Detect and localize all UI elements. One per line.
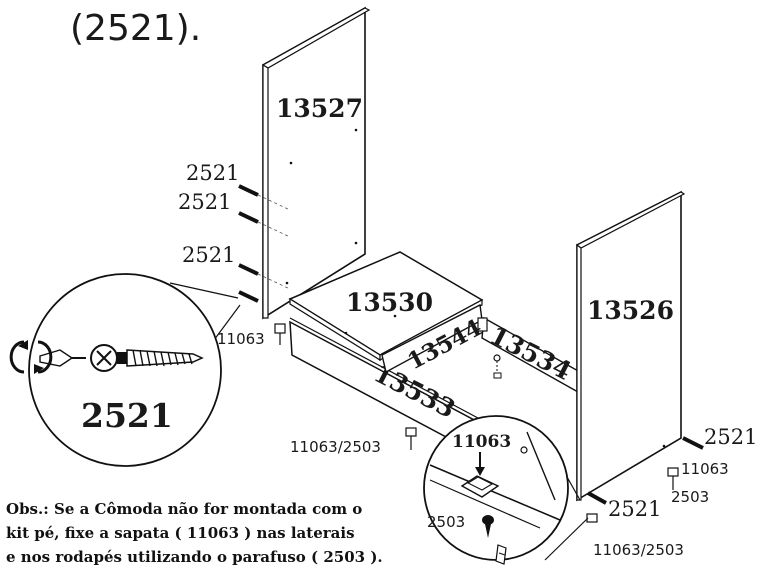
foot-label-bottom: 11063/2503: [593, 541, 684, 559]
screw-label-1: 2521: [186, 161, 239, 185]
panel-right: [575, 190, 686, 502]
part-label-13530: 13530: [346, 288, 433, 317]
zoom-right-label: 11063: [452, 432, 511, 452]
screw-label-2: 2521: [178, 190, 231, 214]
screwdriver-tip-icon: [495, 544, 507, 565]
foot-label-right: 11063: [681, 460, 729, 478]
zoom-right-screw-label: 2503: [427, 513, 465, 531]
screw-label-right-bottom: 2521: [608, 497, 661, 521]
foot-11063-icon: [460, 475, 500, 498]
header-text: (2521).: [70, 8, 201, 49]
foot-left: [274, 323, 286, 345]
part-label-13527: 13527: [276, 94, 363, 123]
arrow-down-icon: [475, 452, 485, 476]
screwdriver-icon: [39, 349, 86, 367]
screws-right: [586, 436, 704, 523]
panel-left: [261, 6, 371, 320]
zoom-circle-screw: [9, 273, 241, 467]
note-line-2: kit pé, fixe a sapata ( 11063 ) nas late…: [6, 524, 355, 542]
rotate-arrows-icon: [9, 340, 53, 374]
zoom-circle-foot: [423, 415, 589, 565]
screw-label-right-top: 2521: [704, 425, 757, 449]
note-line-1: Obs.: Se a Cômoda não for montada com o: [6, 500, 362, 518]
foot-front: [405, 427, 417, 450]
observation-note: Obs.: Se a Cômoda não for montada com o …: [6, 500, 383, 566]
foot-label-front: 11063/2503: [290, 438, 381, 456]
zoom-left-label: 2521: [81, 396, 173, 435]
foot-screw-label-right: 2503: [671, 488, 709, 506]
screw-label-3: 2521: [182, 243, 235, 267]
part-label-13526: 13526: [587, 296, 674, 325]
screw-2503-icon: [482, 515, 494, 538]
note-line-3: e nos rodapés utilizando o parafuso ( 25…: [6, 548, 383, 566]
screws-left: [238, 184, 291, 303]
screw-2521-icon: [90, 344, 204, 372]
inner-rails: [381, 303, 581, 394]
foot-label-left: 11063: [217, 330, 265, 348]
